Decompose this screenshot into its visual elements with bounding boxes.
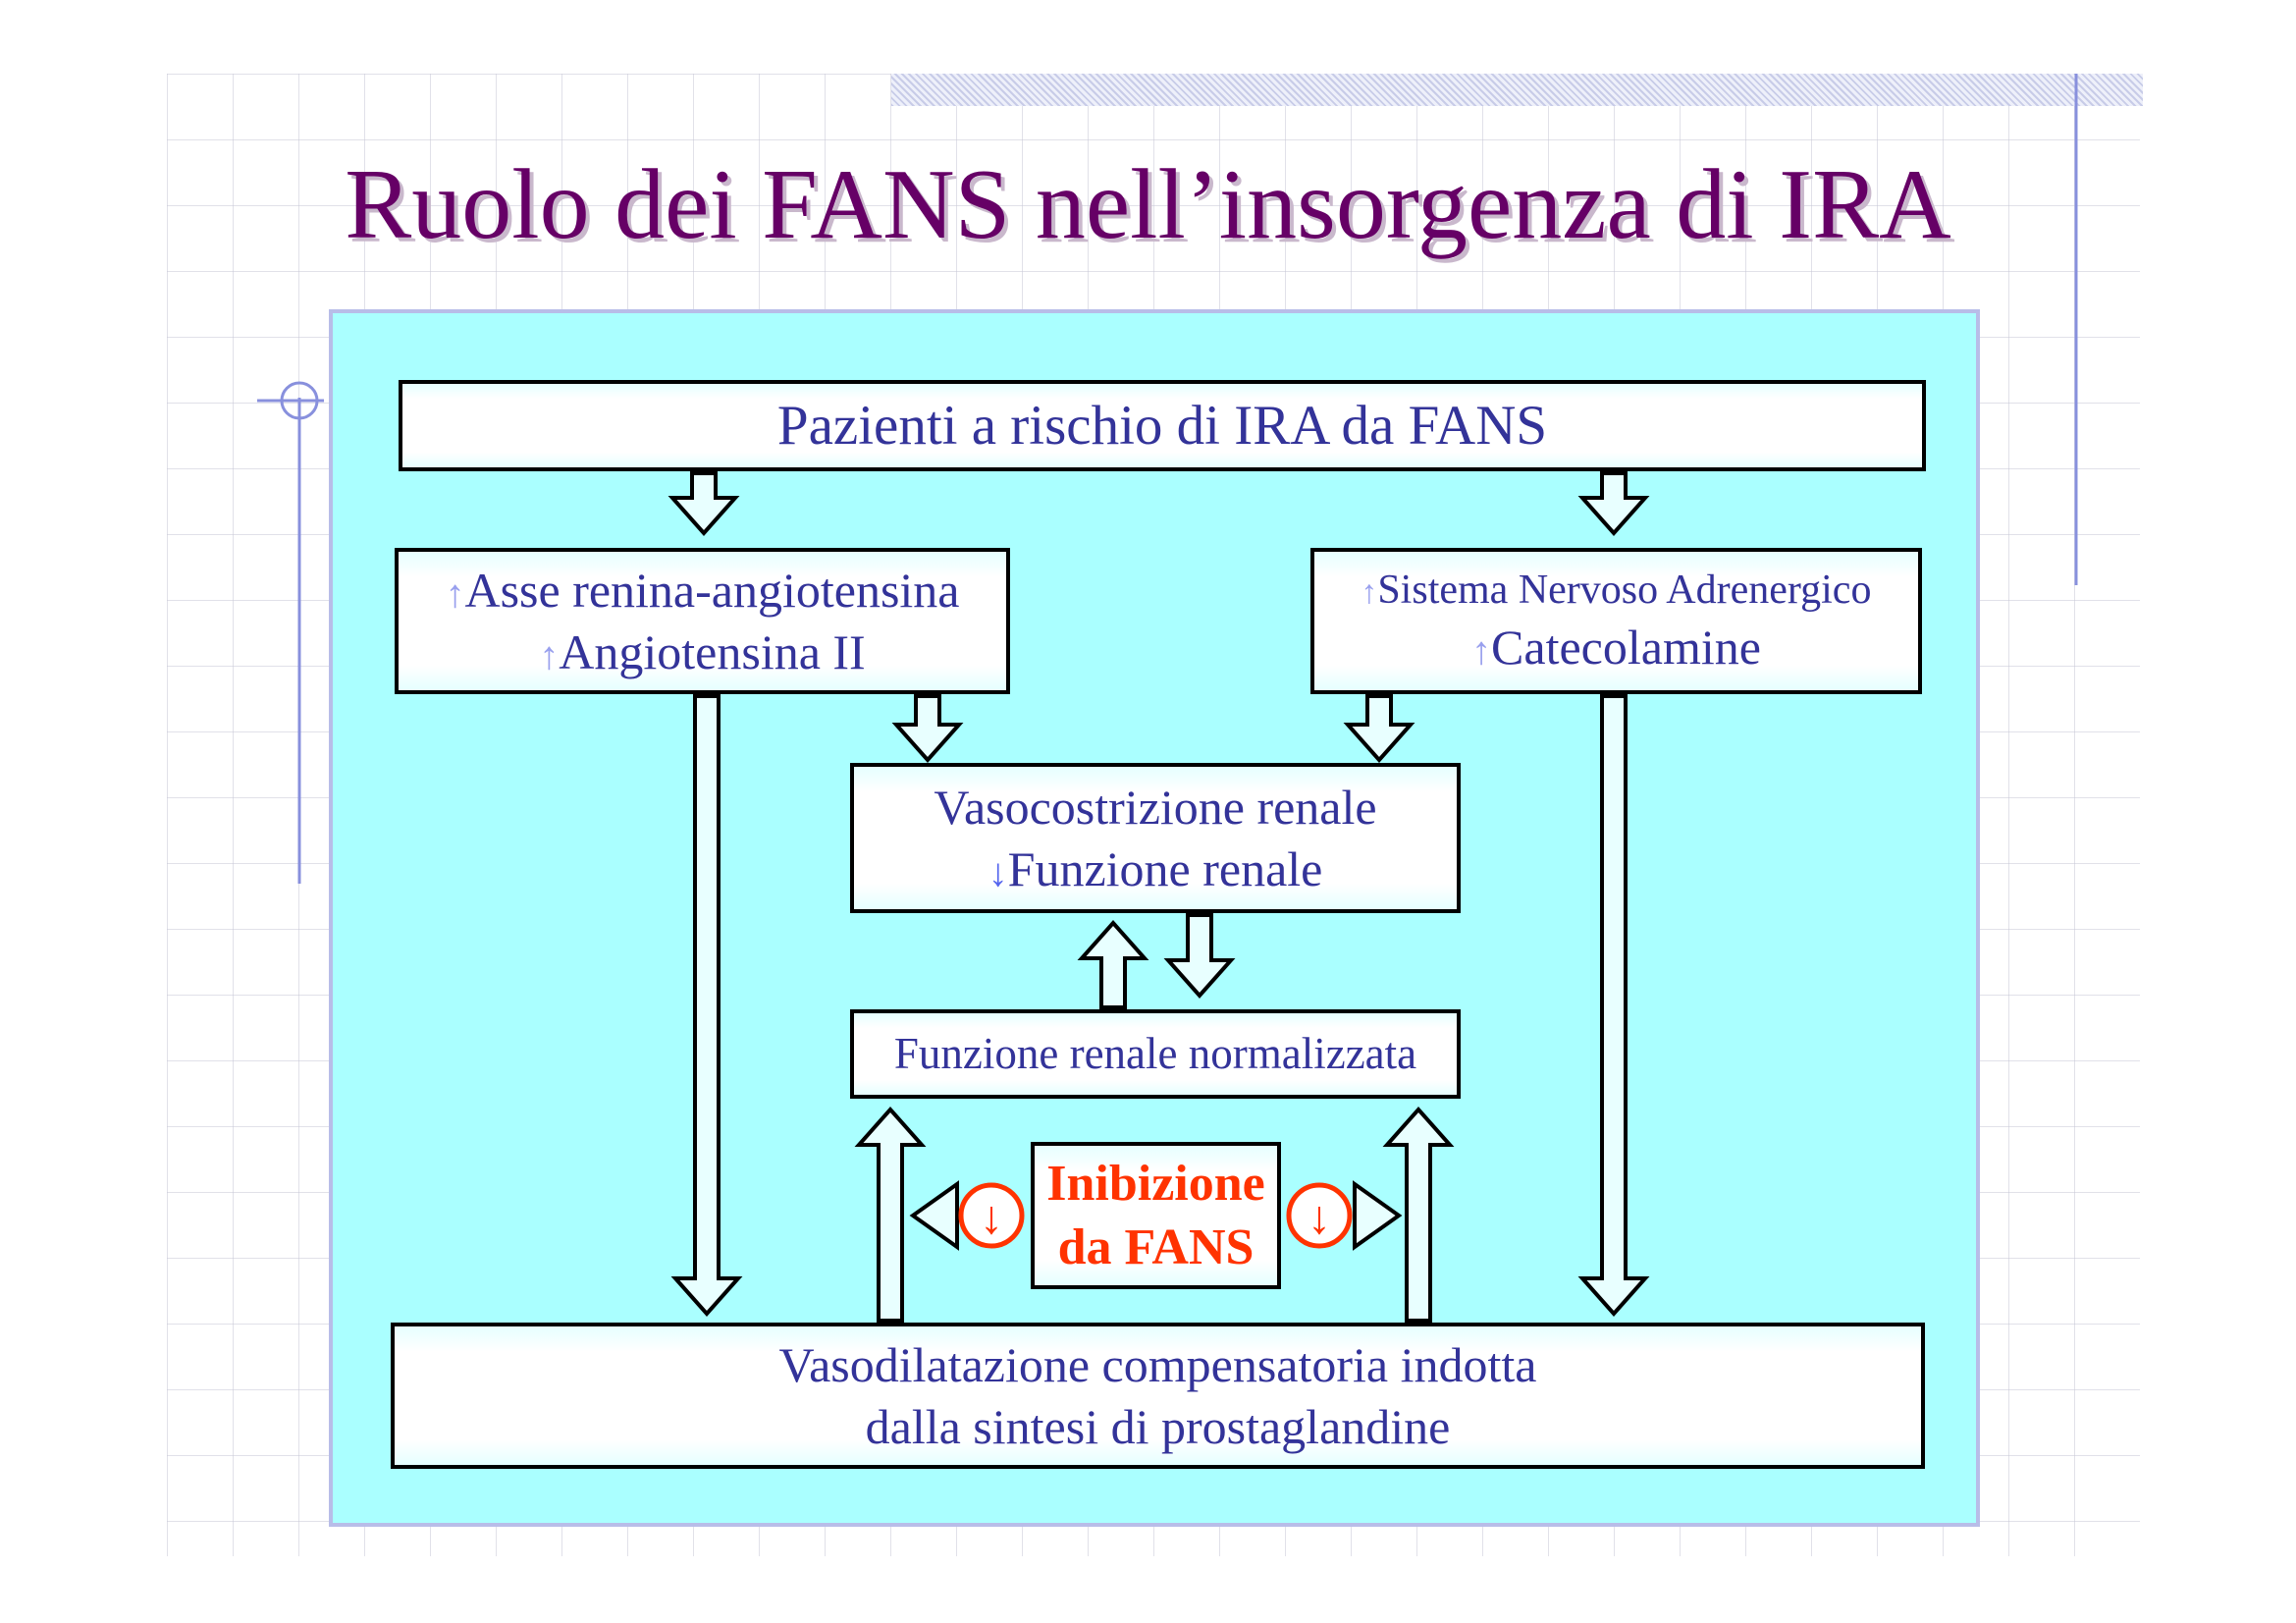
fans-text: da FANS	[1057, 1219, 1255, 1275]
decrease-arrow-icon: ↓	[988, 849, 1008, 894]
inhibit-left-circle-icon	[958, 1182, 1025, 1249]
inhibition-text: Inibizione	[1046, 1156, 1265, 1212]
arrow-vasodilation-to-normalized-left	[854, 1106, 927, 1323]
increase-arrow-icon: ↑	[1471, 627, 1492, 673]
normalized-box: Funzione renale normalizzata	[850, 1009, 1461, 1099]
inhibition-box: Inibizione da FANS	[1031, 1142, 1281, 1289]
vasoconstriction-box: Vasocostrizione renale ↓Funzione renale	[850, 763, 1461, 913]
inhibit-left-down-arrow-icon: ↓	[980, 1192, 1003, 1244]
vasoconstriction-text: Vasocostrizione renale	[934, 780, 1377, 835]
arrow-patients-to-renin	[667, 471, 740, 537]
inhibit-right-down-arrow-icon: ↓	[1308, 1192, 1331, 1244]
arrow-renin-to-vasodilation	[670, 694, 743, 1318]
patients-text: Pazienti a rischio di IRA da FANS	[776, 394, 1548, 457]
arrow-inhibition-right	[1353, 1180, 1403, 1251]
vasodilation-box: Vasodilatazione compensatoria indotta da…	[391, 1323, 1925, 1469]
increase-arrow-icon: ↑	[445, 571, 465, 616]
arrow-vasoconstriction-to-normalized	[1163, 913, 1236, 1000]
renin-box: ↑Asse renina-angiotensina ↑Angiotensina …	[395, 548, 1010, 694]
adrenergic-text: Sistema Nervoso Adrenergico	[1377, 568, 1872, 613]
increase-arrow-icon: ↑	[539, 632, 560, 677]
arrow-vasodilation-to-normalized-right	[1382, 1106, 1455, 1323]
arrow-normalized-to-vasoconstriction	[1077, 919, 1149, 1009]
increase-arrow-icon: ↑	[1361, 574, 1378, 611]
catecholamine-text: Catecolamine	[1491, 619, 1761, 675]
arrow-adrenergic-to-vasoconstriction	[1343, 694, 1415, 764]
renin-text: Asse renina-angiotensina	[464, 563, 960, 618]
prostaglandin-text: dalla sintesi di prostaglandine	[865, 1398, 1451, 1454]
renal-function-text: Funzione renale	[1007, 840, 1323, 896]
arrow-inhibition-left	[909, 1180, 959, 1251]
angiotensin-text: Angiotensina II	[559, 623, 866, 679]
inhibit-right-circle-icon	[1286, 1182, 1353, 1249]
slide-title: Ruolo dei FANS nell’insorgenza di IRA	[345, 149, 1951, 260]
arrow-adrenergic-to-vasodilation	[1577, 694, 1650, 1318]
normalized-text: Funzione renale normalizzata	[893, 1029, 1417, 1079]
header-stripe	[891, 74, 2143, 106]
adrenergic-box: ↑Sistema Nervoso Adrenergico ↑Catecolami…	[1310, 548, 1922, 694]
vasodilation-text: Vasodilatazione compensatoria indotta	[778, 1337, 1537, 1392]
patients-box: Pazienti a rischio di IRA da FANS	[399, 380, 1926, 471]
arrow-renin-to-vasoconstriction	[891, 694, 964, 764]
arrow-patients-to-adrenergic	[1577, 471, 1650, 537]
